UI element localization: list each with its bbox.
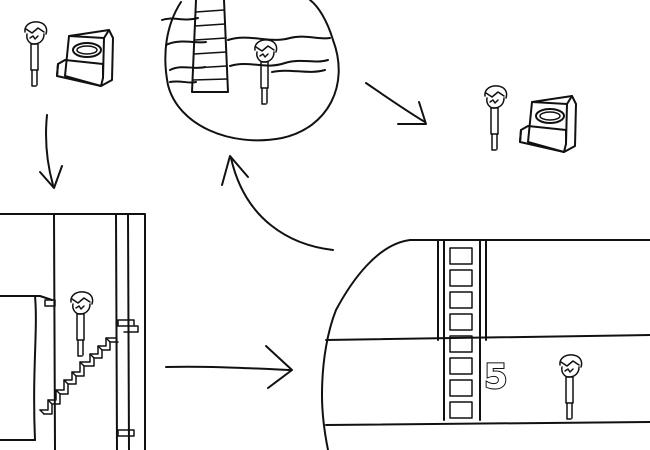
staircase-building (0, 214, 145, 450)
arrow-down-right-icon (366, 83, 426, 124)
figure-at-arcade-right (484, 85, 577, 153)
stick-figure (24, 21, 48, 87)
arrow-right-icon (166, 346, 292, 388)
train-car-number: 5 (484, 357, 508, 397)
stick-figure (559, 354, 583, 420)
figure-at-arcade-top-left (24, 21, 114, 87)
stick-figure (70, 291, 94, 357)
arcade-cabinet (519, 95, 577, 153)
arrow-down-icon (40, 115, 62, 188)
stick-figure (484, 85, 508, 151)
train-car: 5 (322, 240, 650, 450)
arrow-up-curve-icon (222, 156, 333, 250)
arcade-cabinet (56, 29, 114, 87)
beach-thought-bubble (162, 0, 339, 140)
